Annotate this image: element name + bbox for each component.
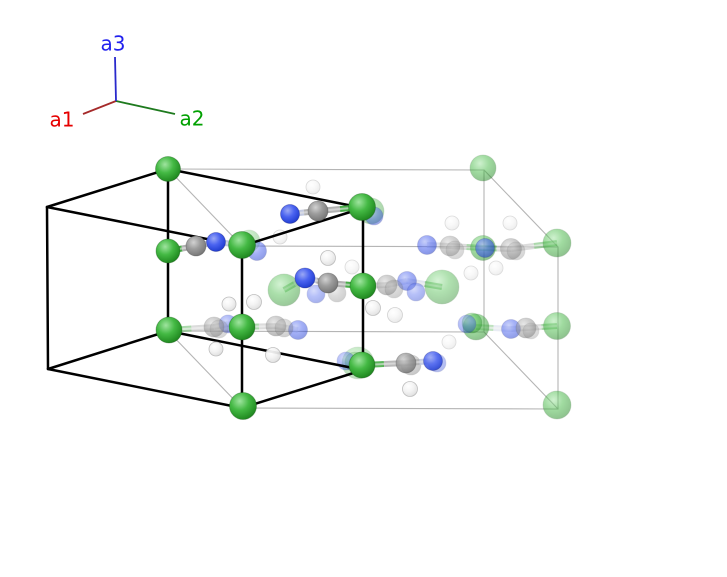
axis-label-a2: a2 <box>180 107 205 131</box>
axis-label-a1: a1 <box>50 108 75 132</box>
atom-gray-ghost[interactable] <box>506 241 526 261</box>
atom-green-ghost[interactable] <box>542 390 572 420</box>
axis-line-a1 <box>82 100 117 115</box>
atom-white[interactable] <box>208 341 224 357</box>
ghost-cell-edge <box>241 407 559 410</box>
axis-line-a3 <box>114 56 117 102</box>
atom-blue[interactable] <box>294 267 316 289</box>
atom-white-ghost[interactable] <box>444 215 460 231</box>
atom-gray[interactable] <box>185 235 207 257</box>
atom-green[interactable] <box>348 193 376 221</box>
ghost-cell-edge <box>483 331 559 410</box>
atom-gray-ghost[interactable] <box>522 322 540 340</box>
atom-blue-ghost[interactable] <box>406 282 426 302</box>
atom-blue[interactable] <box>280 204 300 224</box>
atom-gray-ghost[interactable] <box>209 319 229 339</box>
atom-gray-ghost[interactable] <box>384 279 404 299</box>
atom-gray[interactable] <box>317 272 339 294</box>
cell-edge <box>45 205 50 371</box>
atom-gray[interactable] <box>395 352 417 374</box>
cell-edge <box>46 367 244 410</box>
atom-green-ghost[interactable] <box>543 312 571 340</box>
atom-white-ghost[interactable] <box>463 265 479 281</box>
cell-edge <box>46 329 170 371</box>
cell-edge <box>166 329 365 372</box>
atom-blue-ghost[interactable] <box>417 235 437 255</box>
atom-gray-ghost[interactable] <box>274 318 294 338</box>
cell-edge <box>240 206 365 248</box>
atom-green[interactable] <box>155 316 183 344</box>
atom-white[interactable] <box>320 250 336 266</box>
atom-green[interactable] <box>228 313 256 341</box>
ghost-cell-edge <box>167 168 243 247</box>
atom-green[interactable] <box>155 238 181 264</box>
atom-green-ghost[interactable] <box>424 269 460 305</box>
cell-edge <box>240 368 365 410</box>
atom-white-ghost[interactable] <box>441 334 457 350</box>
atom-green[interactable] <box>348 351 376 379</box>
atom-green-ghost[interactable] <box>542 228 572 258</box>
atom-white-ghost[interactable] <box>387 307 403 323</box>
atom-white[interactable] <box>221 296 237 312</box>
atom-white[interactable] <box>402 381 418 397</box>
ghost-cell-edge <box>167 330 243 409</box>
axis-label-a3: a3 <box>101 32 126 56</box>
atom-white-ghost[interactable] <box>502 215 518 231</box>
cell-edge <box>166 167 365 210</box>
ghost-cell-edge <box>167 168 485 171</box>
atom-gray-ghost[interactable] <box>445 240 465 260</box>
atom-blue-ghost[interactable] <box>475 238 495 258</box>
atom-white[interactable] <box>246 294 262 310</box>
atom-white[interactable] <box>365 300 381 316</box>
atom-white-ghost[interactable] <box>305 179 321 195</box>
cell-edge <box>45 167 170 209</box>
atom-green[interactable] <box>229 392 257 420</box>
atom-white-ghost[interactable] <box>344 259 360 275</box>
ghost-cell-edge <box>483 169 559 248</box>
atom-blue[interactable] <box>206 232 226 252</box>
atom-blue-ghost[interactable] <box>457 314 477 334</box>
axis-line-a2 <box>115 100 176 115</box>
atom-gray[interactable] <box>307 200 329 222</box>
atom-blue[interactable] <box>423 351 443 371</box>
atom-green[interactable] <box>228 231 256 259</box>
atom-green[interactable] <box>349 272 377 300</box>
atom-green-ghost[interactable] <box>469 154 497 182</box>
atom-green[interactable] <box>155 156 181 182</box>
atom-white-ghost[interactable] <box>488 260 504 276</box>
atom-green-ghost[interactable] <box>267 273 301 307</box>
atom-white[interactable] <box>265 347 281 363</box>
